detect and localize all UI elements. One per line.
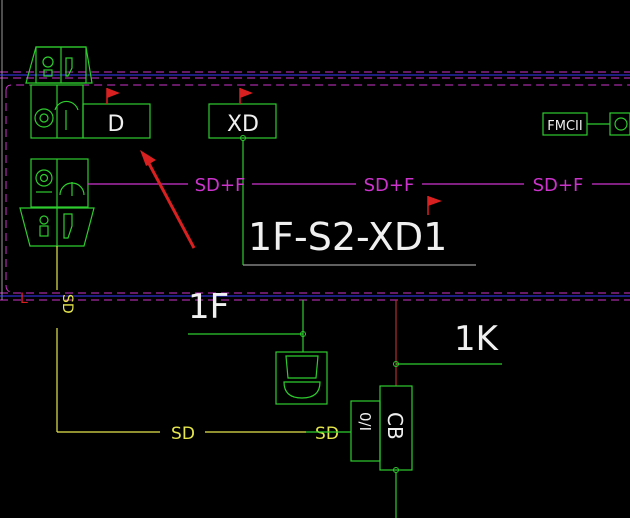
- top-device-group: [25, 46, 93, 84]
- sd-bottom-label-2: SD: [315, 424, 339, 444]
- cable-id-label: 1F-S2-XD1: [248, 215, 447, 259]
- speaker-icon: [65, 57, 73, 77]
- bell-2-base: [39, 225, 49, 237]
- ov-label: 0/I: [356, 412, 374, 431]
- sdf-label-1: SD+F: [195, 175, 246, 196]
- sdf-label-3: SD+F: [533, 175, 584, 196]
- bell-base: [43, 69, 53, 77]
- left-marker: L: [20, 291, 28, 307]
- red-flag-icon: [427, 196, 442, 215]
- smoke-detector-inner: [39, 113, 49, 123]
- xd-box-label: XD: [227, 112, 259, 137]
- speaker-box: [275, 351, 328, 405]
- cb-box: [379, 385, 413, 471]
- k-label: 1K: [454, 319, 500, 359]
- detector-arc: [54, 100, 79, 111]
- bell-housing-2: [19, 207, 95, 247]
- smoke-detector-inner-2: [39, 173, 49, 183]
- sd-bottom-label-1: SD: [171, 424, 195, 444]
- inner-bottom-corner: [5, 284, 13, 293]
- smoke-detector-icon: [35, 169, 53, 187]
- floor-label: 1F: [188, 287, 229, 327]
- smoke-detector-icon: [34, 108, 54, 128]
- speaker-cone: [283, 381, 321, 399]
- k-node: [393, 361, 399, 367]
- d-box: [82, 103, 151, 139]
- cb-breaker: [350, 385, 413, 471]
- red-flag-icon: [106, 88, 120, 104]
- sdf-label-2: SD+F: [364, 175, 415, 196]
- xd-box: [208, 103, 277, 139]
- magenta-boundary: [0, 71, 630, 301]
- speaker-icon: [63, 213, 73, 239]
- cb-label: CB: [383, 412, 407, 440]
- fmcii-module: [609, 112, 630, 136]
- d-box-label: D: [108, 112, 125, 137]
- flags: [106, 88, 442, 215]
- sd-vertical-label: SD: [59, 294, 75, 314]
- detector-d-group: [30, 84, 151, 139]
- inner-top-dash: [5, 84, 630, 91]
- speaker-icon: [285, 355, 319, 379]
- fmcii-label: FMCII: [547, 119, 582, 134]
- bell-icon: [39, 215, 49, 225]
- red-flag-icon: [239, 88, 253, 104]
- red-arrow-icon: [140, 150, 196, 249]
- detector-2-frame: [30, 158, 89, 208]
- speaker-frame: [275, 351, 328, 405]
- bell-icon: [42, 56, 54, 68]
- detector-2-group: [19, 158, 95, 247]
- fmcii-module-icon: [614, 117, 628, 131]
